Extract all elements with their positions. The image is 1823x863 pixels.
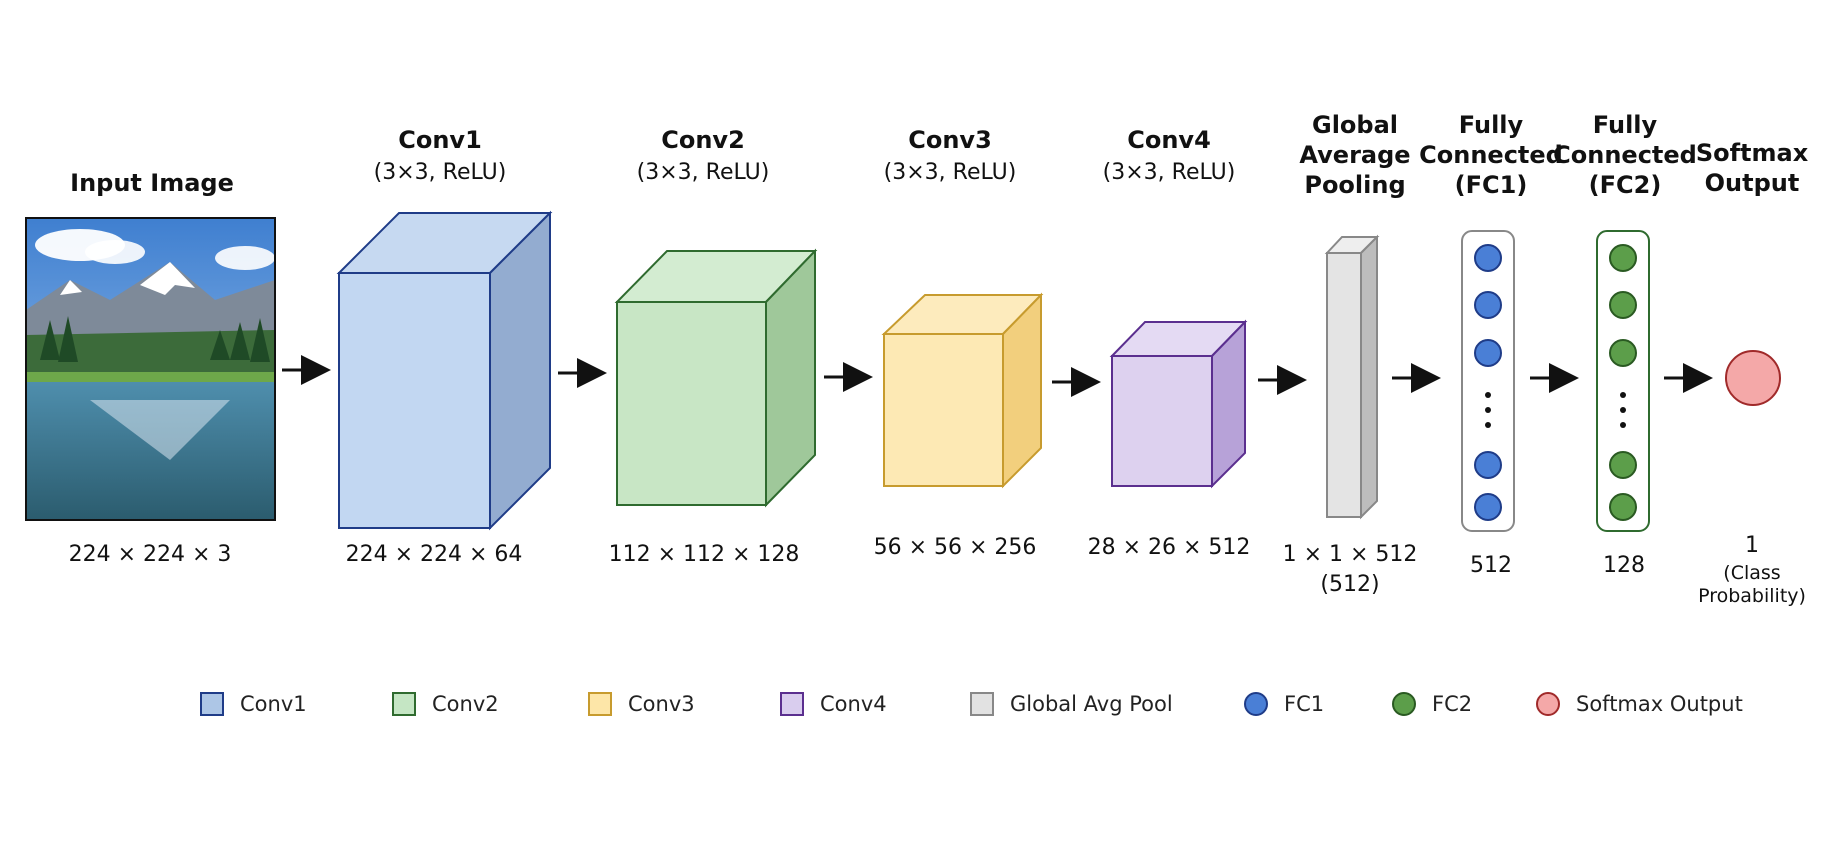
fc2-dims: 128 [1603,553,1645,578]
legend: Conv1 Conv2 Conv3 Conv4 Global Avg Pool … [0,684,1823,724]
softmax-node [1725,350,1781,406]
legend-label: Global Avg Pool [1010,692,1173,716]
conv2-title: Conv2 [661,126,745,154]
legend-label: Conv2 [432,692,499,716]
conv3-dims: 56 × 56 × 256 [873,535,1037,560]
softmax-title: Softmax Output [1695,139,1809,197]
fc1-dims: 512 [1470,553,1512,578]
legend-label: Softmax Output [1576,692,1743,716]
legend-dot-fc1 [1244,692,1268,716]
fc1-block [1461,230,1515,532]
legend-dot-softmax [1536,692,1560,716]
conv2-dims: 112 × 112 × 128 [608,542,800,567]
legend-label: Conv1 [240,692,307,716]
legend-item-conv2: Conv2 [392,684,499,724]
fc1-title: Fully Connected (FC1) [1419,111,1563,199]
gap-block [1324,234,1380,520]
conv2-block [614,248,818,508]
conv1-dims: 224 × 224 × 64 [345,542,523,567]
softmax-dims-note: (Class Probability) [1698,562,1806,607]
flow-arrows [282,355,1713,397]
legend-label: FC1 [1284,692,1325,716]
legend-swatch-conv2 [392,692,416,716]
legend-item-gap: Global Avg Pool [970,684,1173,724]
gap-title: Global Average Pooling [1299,111,1411,199]
fc2-block [1596,230,1650,532]
conv1-title: Conv1 [398,126,482,154]
conv4-title: Conv4 [1127,126,1211,154]
input-image [25,217,276,521]
legend-swatch-conv4 [780,692,804,716]
conv3-title: Conv3 [908,126,992,154]
conv3-block [881,292,1044,489]
legend-item-conv3: Conv3 [588,684,695,724]
legend-item-fc2: FC2 [1392,684,1472,724]
conv4-dims: 28 × 26 × 512 [1087,535,1251,560]
softmax-dims: 1 [1745,533,1759,558]
fc2-title: Fully Connected (FC2) [1553,111,1697,199]
legend-swatch-gap [970,692,994,716]
legend-item-conv1: Conv1 [200,684,307,724]
input-dims: 224 × 224 × 3 [68,542,232,567]
legend-label: Conv4 [820,692,887,716]
gap-dims: 1 × 1 × 512 (512) [1282,542,1418,597]
legend-label: Conv3 [628,692,695,716]
conv1-block [336,210,553,531]
legend-swatch-conv1 [200,692,224,716]
legend-label: FC2 [1432,692,1473,716]
legend-item-fc1: FC1 [1244,684,1324,724]
legend-item-conv4: Conv4 [780,684,887,724]
input-title: Input Image [70,169,234,197]
conv3-params: (3×3, ReLU) [883,160,1017,185]
conv2-params: (3×3, ReLU) [636,160,770,185]
conv1-params: (3×3, ReLU) [373,160,507,185]
conv4-params: (3×3, ReLU) [1102,160,1236,185]
legend-item-softmax: Softmax Output [1536,684,1743,724]
legend-swatch-conv3 [588,692,612,716]
legend-dot-fc2 [1392,692,1416,716]
conv4-block [1109,319,1248,489]
